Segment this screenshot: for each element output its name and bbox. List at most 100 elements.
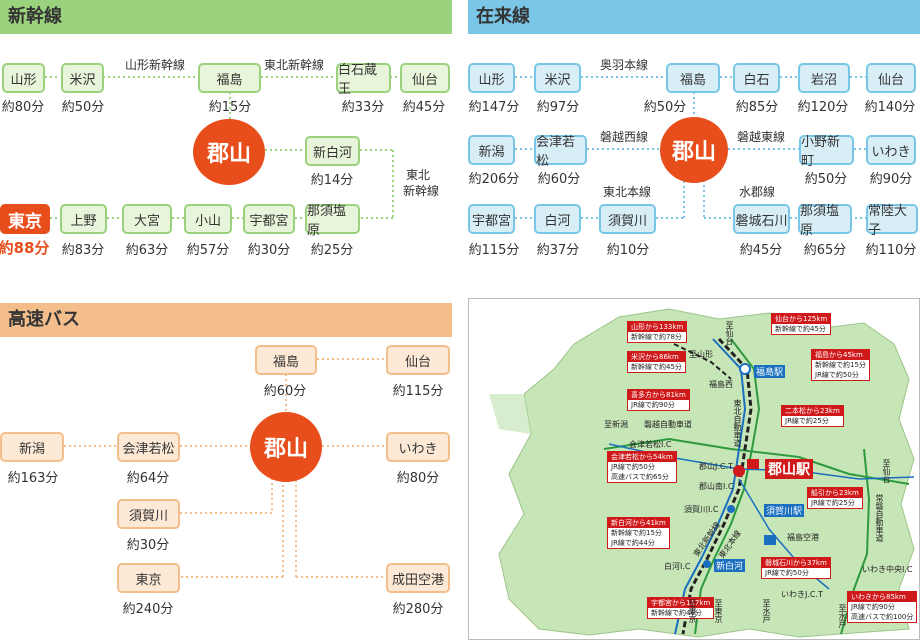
station-shiroishizao: 白石蔵王 [336,63,391,97]
map-label-shirakawaic: 白河I.C [664,562,691,571]
bs-narita: 成田空港 [386,563,450,593]
hub-koriyama-zairaisen: 郡山 [660,117,728,183]
map-tag-line: JR線で約50分 [815,371,859,379]
map-tag-line: JR線で約50分 [611,463,655,471]
station-oyama: 小山 [184,204,232,234]
zt-fukushima: 約50分 [643,100,687,115]
zt-yamagata: 約147分 [468,100,520,115]
map-label-koriyama: 郡山駅 [765,459,813,479]
bt-fukushima: 約60分 [263,384,307,399]
map-label-koriyamaminami: 郡山南I.C [699,482,734,491]
zs-shirakawa: 白河 [534,204,581,234]
map-label-airport: 福島空港 [787,533,819,542]
map-label-yamagata: 至山形 [689,350,713,359]
station-fukushima: 福島 [198,63,261,93]
map-tag-line: JR線で約90分 [631,401,675,409]
bs-aizuwakamatsu: 会津若松 [117,432,180,462]
time-shiroishizao: 約33分 [341,100,385,115]
map-tag-line: JR線で約90分 [851,603,895,611]
zt-ononiimachi: 約50分 [804,172,848,187]
line-ouu: 奥羽本線 [600,58,649,72]
map-tag-title: 米沢から86km [628,352,685,362]
bt-narita: 約280分 [392,602,444,617]
bs-sukagawa: 須賀川 [117,499,180,529]
station-ueno: 上野 [60,204,107,234]
map-label-sendai2: 至仙台 [882,459,891,483]
line-tohoku-shinkansen-a: 東北 [406,168,431,182]
station-nasushiobara: 那須塩原 [305,204,360,238]
zs-sukagawa: 須賀川 [599,204,656,234]
zt-utsunomiya: 約115分 [468,243,520,258]
zs-fukushima: 福島 [666,63,720,93]
zt-sendai: 約140分 [864,100,916,115]
map-label-iwakichuo: いわき中央I.C [862,565,913,574]
zt-iwakiishikawa: 約45分 [739,243,783,258]
zt-iwanuma: 約120分 [797,100,849,115]
zt-nasushiobara: 約65分 [803,243,847,258]
map-tag-title: いわきから85km [848,592,917,602]
section-title-shinkansen: 新幹線 [0,0,452,34]
map-label-tokyo1: 至東京 [688,599,697,623]
map-tag-title: 新白河から41km [608,518,669,528]
bs-sendai: 仙台 [386,345,450,375]
map-label-fukushima: 福島駅 [754,365,786,378]
zs-aizuwakamatsu: 会津若松 [534,135,587,169]
map-tag-line: JR線で約44分 [611,539,655,547]
map-tag-line: JR線で約25分 [811,499,855,507]
time-fukushima: 約15分 [208,100,252,115]
map-label-shinshirakawa: 新白河 [714,559,746,572]
zt-iwaki: 約90分 [869,172,913,187]
time-tokyo: 約88分 [0,239,50,257]
map-tag-title: 船引から23km [808,488,862,498]
bt-sukagawa: 約30分 [126,538,170,553]
map-label-sukagawaic: 須賀川I.C [684,505,719,514]
map-graphic [489,308,915,638]
zt-hitachidaigo: 約110分 [865,243,917,258]
zt-shiroishi: 約85分 [735,100,779,115]
bs-iwaki: いわき [386,432,450,462]
time-yonezawa: 約50分 [61,100,105,115]
map-tag-title: 福島から45km [812,350,869,360]
station-shinshirakawa: 新白河 [305,136,360,166]
section-title-zairaisen: 在来線 [468,0,920,34]
station-yamagata: 山形 [2,63,45,93]
zs-niigata: 新潟 [468,135,515,165]
zt-yonezawa: 約97分 [536,100,580,115]
map-tag-line: 高速バスで約65分 [611,473,669,481]
station-sendai: 仙台 [400,63,450,93]
zs-sendai: 仙台 [866,63,916,93]
line-tohoku-shinkansen: 東北新幹線 [264,58,325,72]
bs-fukushima: 福島 [255,345,317,375]
map-label-niigata: 至新潟 [604,420,628,429]
map-tag-title: 二本松から23km [782,406,843,416]
station-yonezawa: 米沢 [61,63,104,93]
map-tag-line: 高速バスで約100分 [851,613,914,621]
map-tag-line: 新幹線で約15分 [815,361,866,369]
zt-sukagawa: 約10分 [606,243,650,258]
map-label-koriyamajct: 郡山J.C.T [699,462,733,471]
station-tokyo: 東京 [0,204,50,234]
zs-utsunomiya: 宇都宮 [468,204,515,234]
map-tag-line: JR線で約25分 [785,417,829,425]
zs-iwakiishikawa: 磐城石川 [733,204,790,234]
map-label-tokyo2: 至東京 [714,599,723,623]
station-omiya: 大宮 [122,204,172,234]
map-tag-title: 仙台から125km [772,314,831,324]
zt-aizuwakamatsu: 約60分 [537,172,581,187]
bs-tokyo: 東京 [117,563,180,593]
time-shinshirakawa: 約14分 [310,173,354,188]
map-label-tohokuexp: 東北自動車道 [733,399,742,447]
zs-iwanuma: 岩沼 [798,63,850,93]
zs-shiroishi: 白石 [733,63,780,93]
bt-aizuwakamatsu: 約64分 [126,471,170,486]
